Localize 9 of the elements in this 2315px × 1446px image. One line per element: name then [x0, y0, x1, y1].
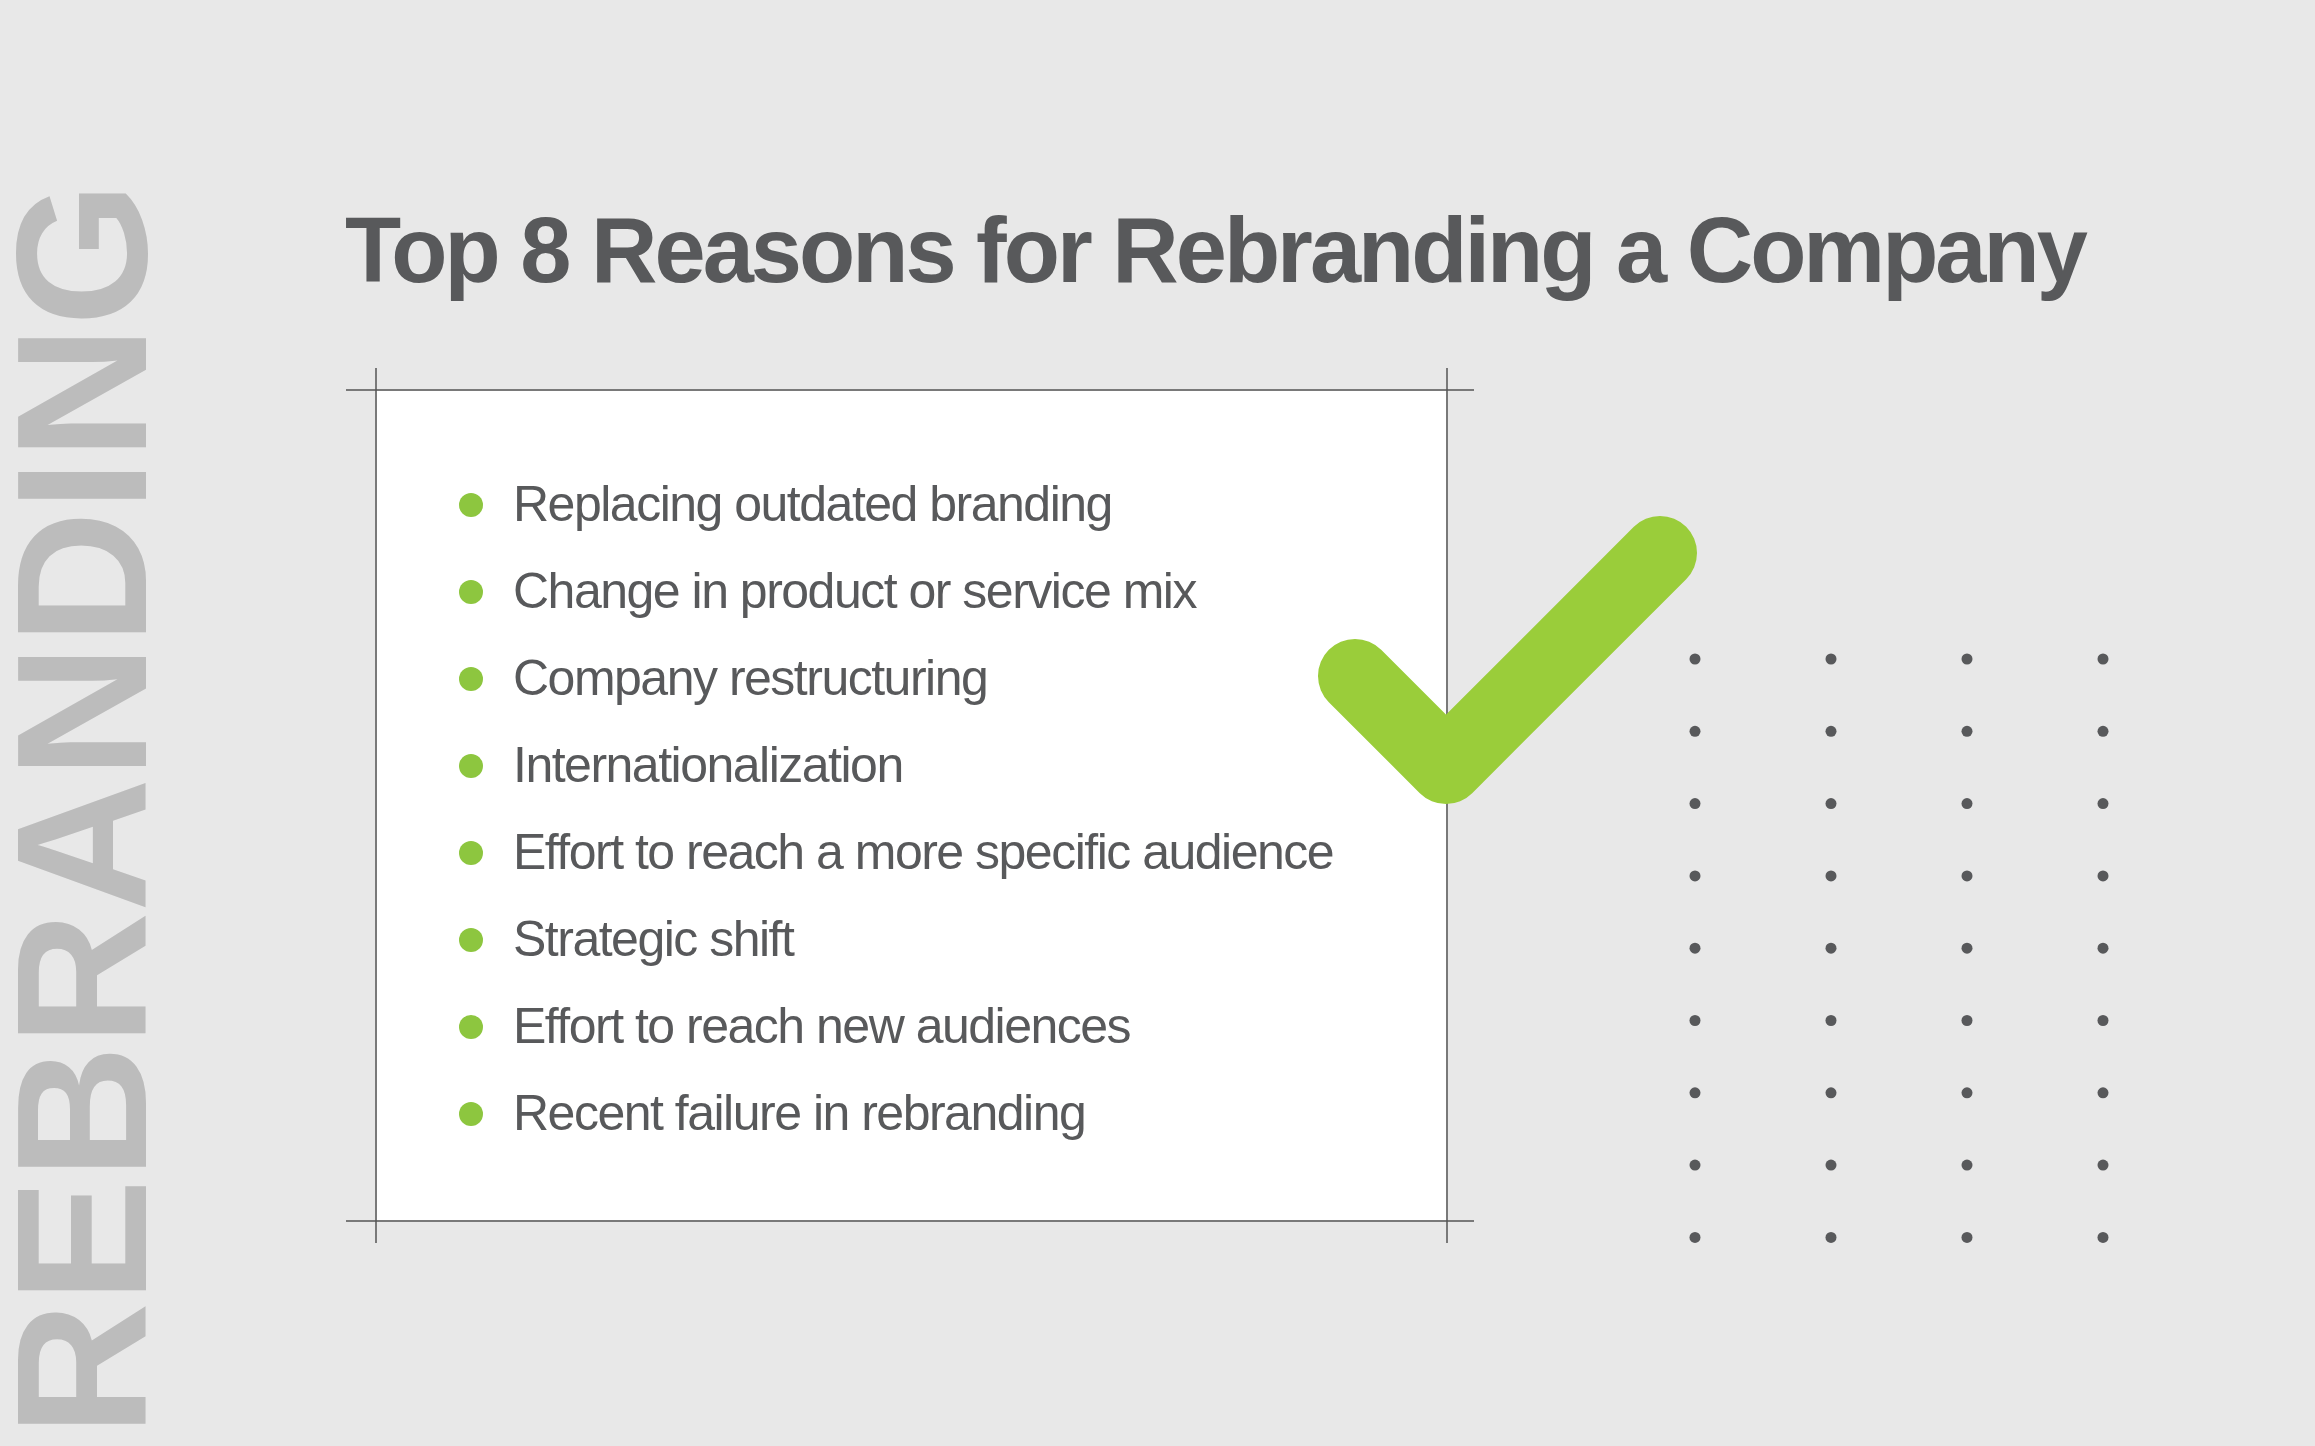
list-item: Effort to reach a more specific audience [513, 823, 1334, 882]
list-item: Company restructuring [513, 649, 988, 708]
list-item: Change in product or service mix [513, 562, 1196, 621]
list-item: Replacing outdated branding [513, 475, 1112, 534]
list-item: Effort to reach new audiences [513, 997, 1131, 1056]
list-item: Recent failure in rebranding [513, 1084, 1086, 1143]
list-item: Strategic shift [513, 910, 794, 969]
title: Top 8 Reasons for Rebranding a Company [345, 198, 2085, 303]
list-item: Internationalization [513, 736, 903, 795]
